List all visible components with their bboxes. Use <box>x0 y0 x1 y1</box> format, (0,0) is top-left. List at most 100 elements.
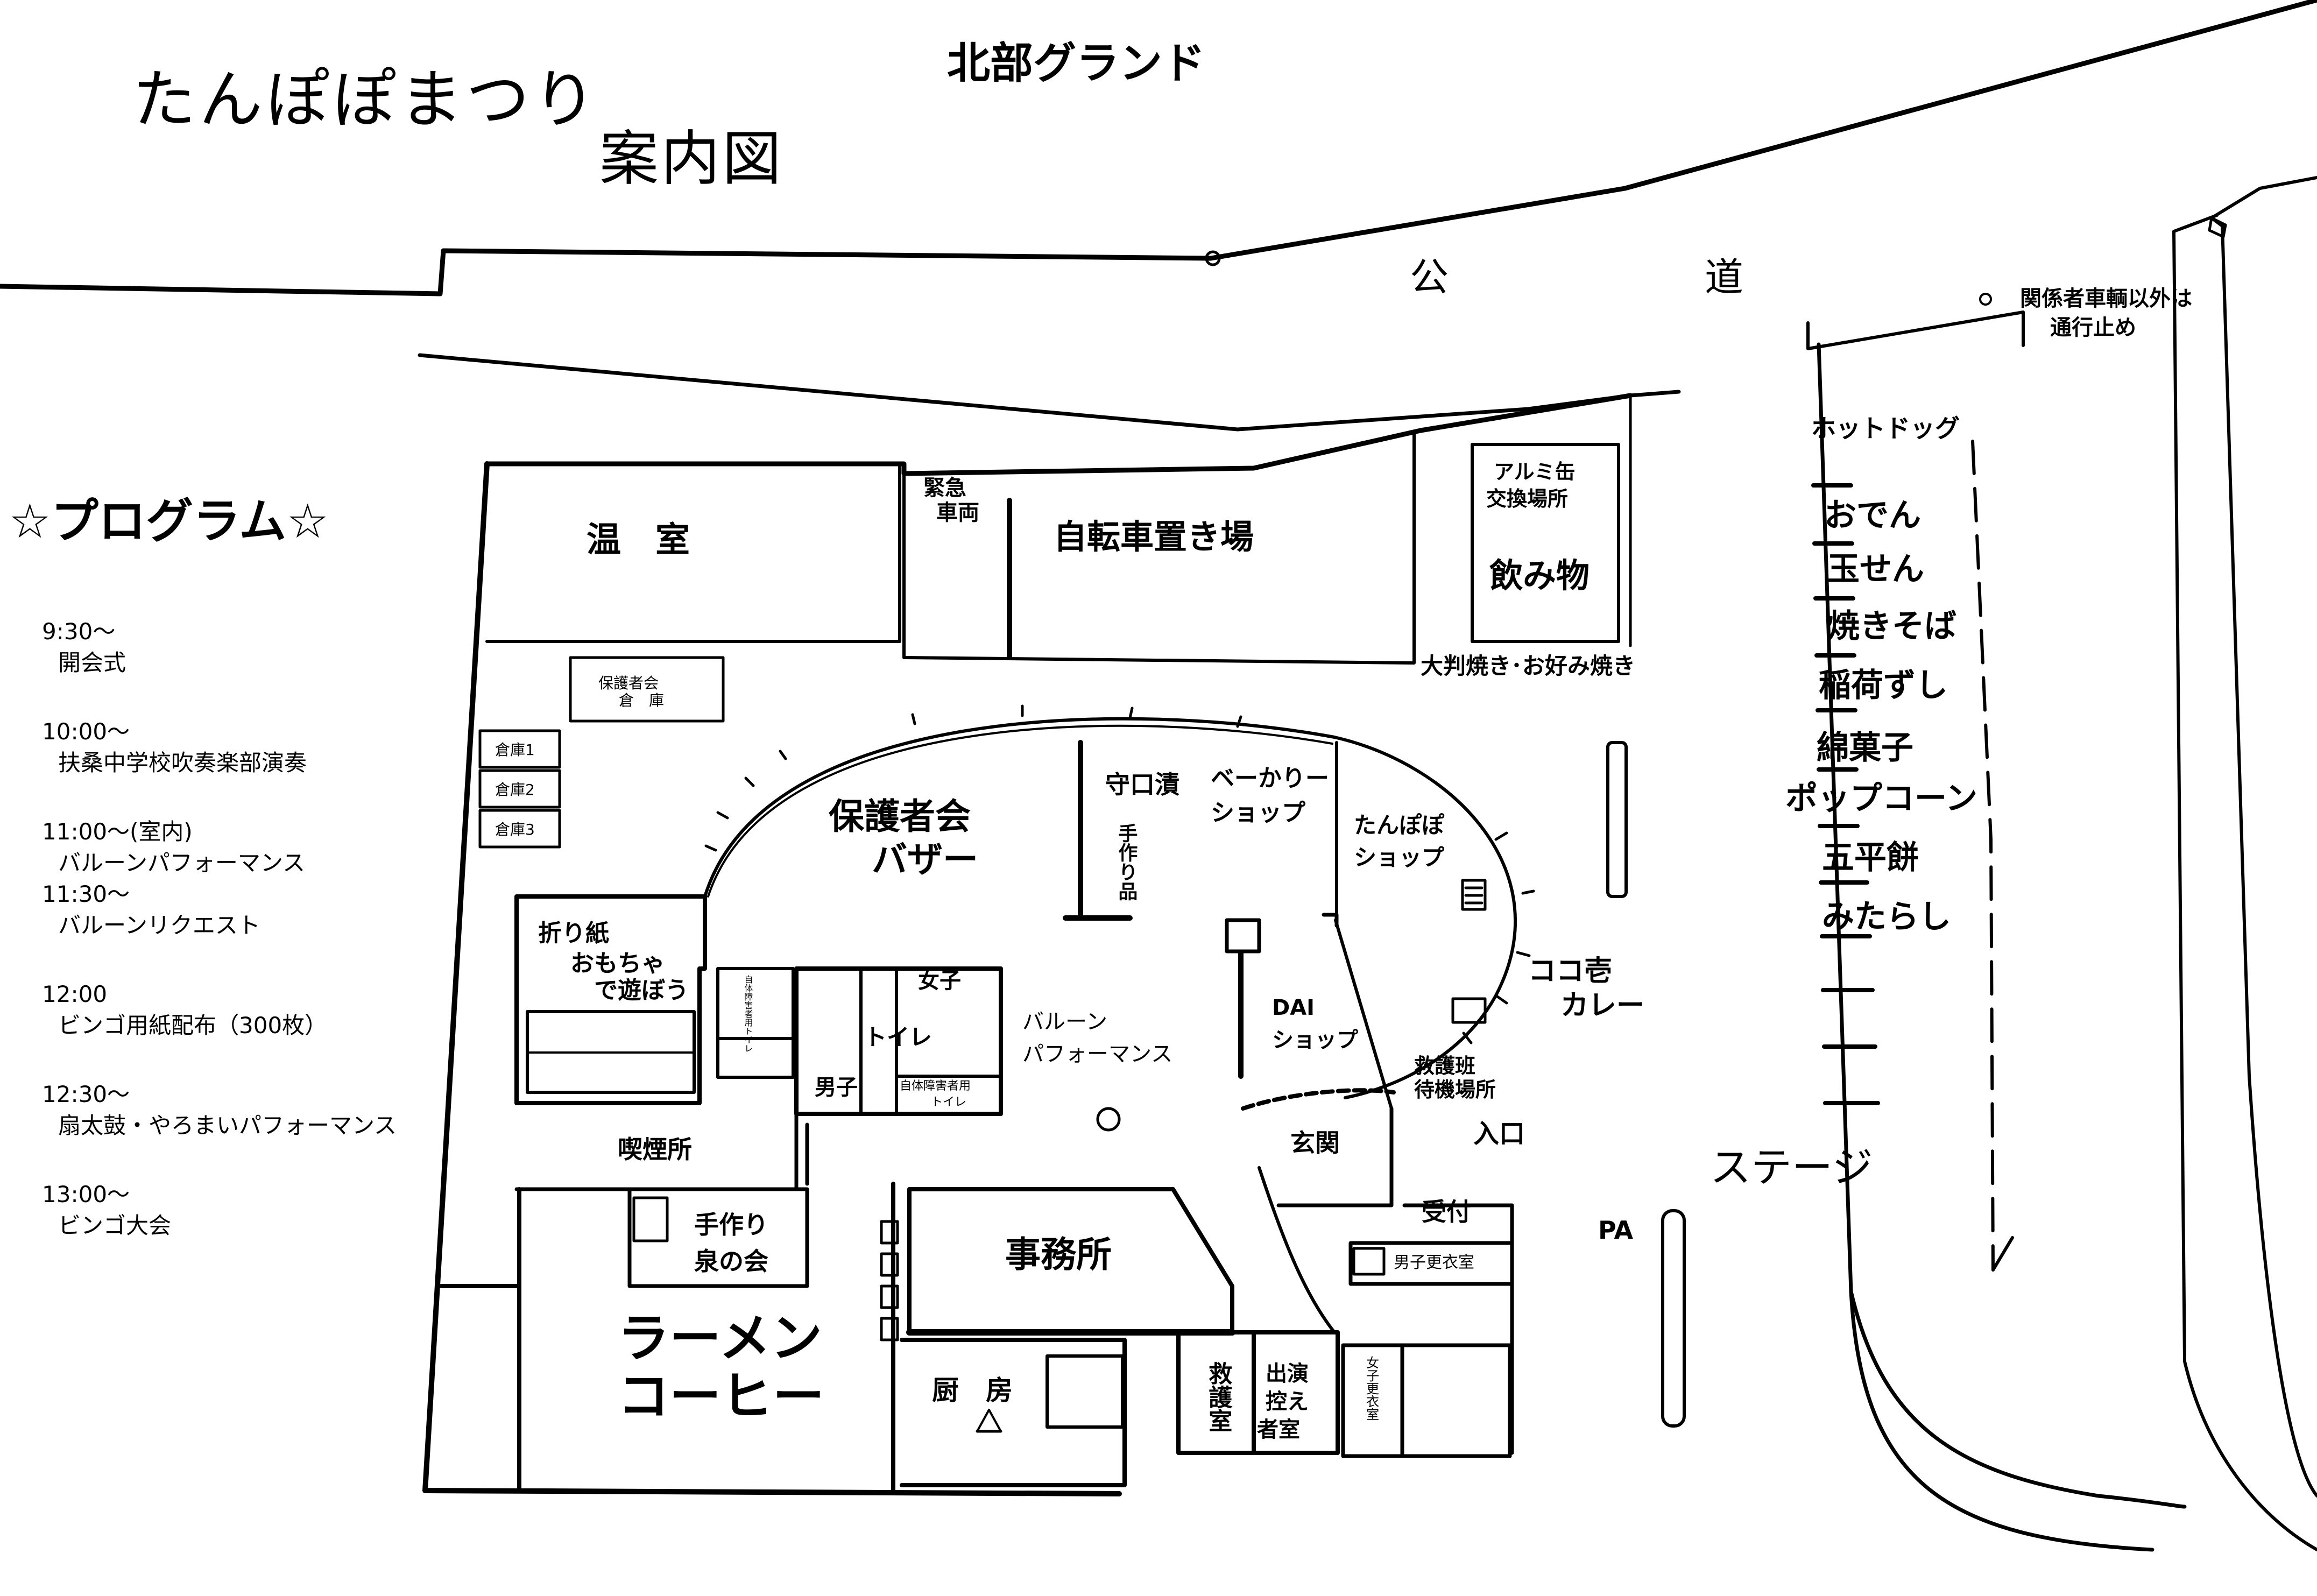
storage-box-2 <box>478 769 561 809</box>
food-stall-mitarashi: みたらし <box>1822 898 1951 936</box>
food-stall-yakisoba: 焼きそば <box>1827 608 1956 645</box>
program-time: 9:30～ <box>42 618 116 645</box>
bicycle-label: 自転車置き場 <box>1054 517 1254 556</box>
accessible-toilet-room-2 <box>895 1075 1002 1115</box>
origami-label-1: 折り紙 <box>538 920 609 947</box>
kitchen-label: 厨 房 <box>932 1375 1013 1406</box>
bakery-label-1: ベーかりー <box>1211 765 1329 792</box>
drinks-booth <box>1471 443 1620 643</box>
entrance-hall-wall <box>1258 1166 1336 1334</box>
greenhouse-label: 温 室 <box>587 520 690 560</box>
hall-arc-inner <box>707 724 1333 898</box>
road-lower-boundary <box>418 353 1681 432</box>
program-time: 11:00～(室内) <box>42 818 193 845</box>
office-label: 事務所 <box>1005 1234 1112 1275</box>
izumi-label-2: 泉の会 <box>694 1247 768 1276</box>
food-stall-gohei: 五平餅 <box>1822 839 1919 877</box>
bicycle-area-wall <box>902 431 1416 665</box>
map-title-line2: 案内図 <box>599 124 783 193</box>
bazaar-label-1: 保護者会 <box>829 796 971 837</box>
kitchen-door-arc <box>976 1409 1002 1432</box>
storage-1-label: 倉庫1 <box>495 741 535 759</box>
stage-lane <box>1971 440 1995 1272</box>
no-entry-line1: 関係者車輌以外は <box>2020 286 2192 311</box>
storage-box-3 <box>478 809 561 849</box>
cocoichi-pillar <box>1606 741 1628 898</box>
storage-2-label: 倉庫2 <box>495 781 535 799</box>
tanpopo-stairs <box>1461 879 1487 911</box>
dai-shop-label-2: ショップ <box>1272 1028 1358 1053</box>
right-road-outer <box>2172 214 2317 1551</box>
accessible-toilet-room-1 <box>716 967 795 1040</box>
mens-locker-box-inner <box>1352 1247 1386 1276</box>
hall-arc <box>703 717 1336 898</box>
stage-edge <box>1991 1236 2014 1272</box>
tanpopo-shop-label-1: たんぽぽ <box>1354 812 1445 838</box>
hotdog-label: ホットドッグ <box>1811 414 1960 443</box>
program-event: 扶桑中学校吹奏楽部演奏 <box>58 750 307 776</box>
no-entry-post <box>1979 293 1992 306</box>
parents-storage-label-1: 保護者会 <box>598 674 659 692</box>
rescue-wait-label-2: 待機場所 <box>1414 1078 1496 1101</box>
program-event: 扇太鼓・やろまいパフォーマンス <box>58 1112 397 1139</box>
smoking-label: 喫煙所 <box>618 1135 692 1164</box>
emergency-label-2: 車両 <box>936 500 979 525</box>
road-post-marker <box>1205 250 1221 266</box>
reception-label: 受付 <box>1422 1197 1471 1226</box>
building-outer-wall <box>422 461 1122 1496</box>
izumi-shelf <box>632 1196 669 1242</box>
storage-3-label: 倉庫3 <box>495 821 535 838</box>
entrance-hall-label: 玄関 <box>1290 1128 1340 1157</box>
accessible-toilet-stall-1 <box>716 1037 795 1079</box>
program-item: 9:30～ 開会式 <box>42 616 526 679</box>
accessible-toilet-1-label: 自体障害者用トイレ <box>743 975 753 1053</box>
building-top-wall <box>484 393 1633 476</box>
tanpopo-arc <box>1333 736 1517 1099</box>
program-item: 10:00～ 扶桑中学校吹奏楽部演奏 <box>42 716 526 779</box>
rescue-wait-label-1: 救護班 <box>1414 1054 1476 1078</box>
food-stall-popcorn: ポップコーン <box>1785 780 1977 817</box>
arc-ticks <box>704 704 1242 852</box>
parents-storage-box <box>569 656 725 723</box>
road-label-ko: 公 <box>1410 255 1449 300</box>
girls-label: 女子 <box>918 969 961 993</box>
map-title-line1: たんぽぽまつり <box>132 62 600 137</box>
aluminum-label-2: 交換場所 <box>1486 487 1569 511</box>
moriguchi-label: 守口漬 <box>1105 770 1179 799</box>
cocoichi-label-1: ココ壱 <box>1528 955 1613 987</box>
right-road-edge <box>1806 310 2025 350</box>
program-event: 開会式 <box>58 649 126 676</box>
bakery-label-2: ショップ <box>1211 799 1305 827</box>
izumi-label-1: 手作り <box>694 1210 768 1239</box>
program-item: 12:30～ 扇太鼓・やろまいパフォーマンス <box>42 1079 526 1141</box>
stage-label: ステージ <box>1710 1143 1873 1191</box>
ramen-label-2: コーヒー <box>618 1366 824 1426</box>
road-boundary-line <box>0 0 2317 296</box>
balloon-label-2: パフォーマンス <box>1022 1042 1173 1067</box>
program-item: 11:30～ バルーンリクエスト <box>42 879 526 941</box>
accessible-toilet-2-label-2: トイレ <box>931 1096 967 1109</box>
food-stall-inari: 稲荷ずし <box>1819 667 1948 704</box>
north-ground-label: 北部グランド <box>947 38 1205 88</box>
mens-locker-label: 男子更衣室 <box>1394 1253 1474 1272</box>
program-item: 12:00 ビンゴ用紙配布（300枚） <box>42 979 526 1041</box>
stage-area-bottom <box>1849 1289 2187 1509</box>
emergency-label-1: 緊急 <box>923 476 966 500</box>
program-time: 12:00 <box>42 981 108 1007</box>
kitchen-room <box>900 1338 1127 1487</box>
food-stall-marks <box>1811 483 1880 1105</box>
program-event: バルーンリクエスト <box>58 912 260 938</box>
waiting-label-1: 出演 <box>1266 1361 1309 1386</box>
program-event: ビンゴ大会 <box>58 1212 172 1239</box>
accessible-toilet-2-label-1: 自体障害者用 <box>900 1079 971 1093</box>
stage-area-outline <box>1817 342 2154 1552</box>
barrier-gate <box>2208 216 2227 238</box>
road-label-do: 道 <box>1705 255 1744 300</box>
izumi-room <box>627 1187 809 1288</box>
program-list: 9:30～ 開会式 10:00～ 扶桑中学校吹奏楽部演奏 11:00～(室内) … <box>42 616 526 1241</box>
storage-box-1 <box>478 729 561 769</box>
boys-label: 男子 <box>815 1075 858 1100</box>
food-stall-wataame: 綿菓子 <box>1817 729 1913 767</box>
greenhouse-wall <box>485 462 901 643</box>
ramen-label-1: ラーメン <box>618 1308 823 1368</box>
